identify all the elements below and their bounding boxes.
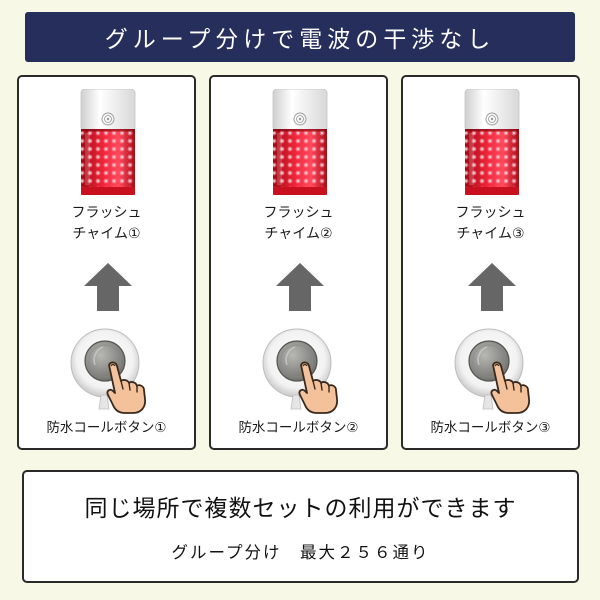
flash-chime-icon	[270, 89, 330, 195]
flash-chime-icon	[78, 89, 138, 195]
call-button-press-icon	[65, 325, 155, 415]
call-button-press-icon	[449, 325, 539, 415]
chime-label-line2: チャイム③	[456, 226, 525, 242]
info-sub-text: グループ分け 最大２５６通り	[171, 543, 430, 562]
up-arrow-icon	[466, 261, 518, 313]
chime-label-line1: フラッシュ	[263, 205, 334, 221]
set-card-2: フラッシュ チャイム② 防水コールボタン②	[209, 75, 388, 450]
chime-label-line1: フラッシュ	[455, 205, 526, 221]
info-main-text: 同じ場所で複数セットの利用ができます	[84, 496, 517, 522]
button-label: 防水コールボタン②	[238, 420, 359, 436]
set-card-1: フラッシュ チャイム① 防水コールボタン①	[17, 75, 196, 450]
button-label: 防水コールボタン①	[46, 420, 167, 436]
chime-label: フラッシュ チャイム①	[19, 203, 194, 245]
banner-title: グループ分けで電波の干渉なし	[104, 27, 496, 53]
chime-label-line2: チャイム①	[72, 226, 141, 242]
header-banner: グループ分けで電波の干渉なし	[25, 12, 575, 62]
chime-label: フラッシュ チャイム②	[211, 203, 386, 245]
info-box: 同じ場所で複数セットの利用ができます グループ分け 最大２５６通り	[22, 470, 579, 583]
button-label: 防水コールボタン③	[430, 420, 551, 436]
set-card-3: フラッシュ チャイム③ 防水コールボタン③	[401, 75, 580, 450]
up-arrow-icon	[82, 261, 134, 313]
up-arrow-icon	[274, 261, 326, 313]
chime-label: フラッシュ チャイム③	[403, 203, 578, 245]
chime-label-line1: フラッシュ	[71, 205, 142, 221]
flash-chime-icon	[462, 89, 522, 195]
chime-label-line2: チャイム②	[264, 226, 333, 242]
call-button-press-icon	[257, 325, 347, 415]
